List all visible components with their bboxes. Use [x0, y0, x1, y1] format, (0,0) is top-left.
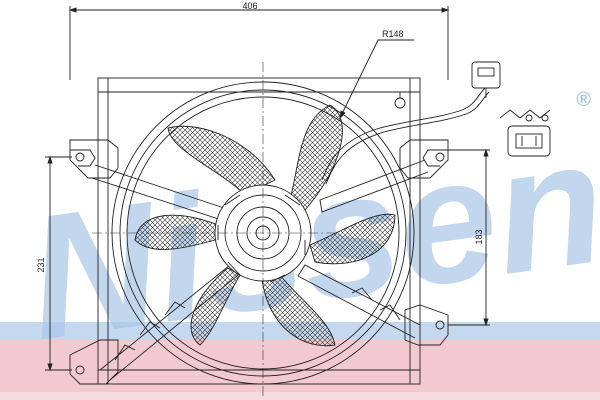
dimension-label-radius: R148 — [382, 29, 404, 39]
dimension-label-left-height: 231 — [36, 257, 46, 272]
center-lines — [92, 62, 335, 398]
blade-top-right — [289, 104, 343, 211]
blade-right — [309, 213, 396, 265]
electrical-plug — [471, 61, 501, 89]
band-pink-light — [0, 392, 600, 400]
shroud-struts — [91, 159, 429, 381]
registered-mark: ® — [576, 89, 591, 111]
blade-left — [134, 214, 219, 250]
dimension-right-height — [448, 148, 490, 327]
blade-top-left — [167, 125, 276, 196]
mounting-brackets — [69, 139, 449, 385]
fan-blades — [134, 104, 396, 347]
dimension-label-right-height: 183 — [474, 229, 484, 244]
dimension-radius — [339, 39, 414, 120]
dimension-left-height — [45, 155, 72, 372]
mounting-hole — [394, 92, 406, 109]
connector-detail — [499, 109, 551, 157]
blade-bottom-right — [261, 274, 336, 347]
dimension-overall-width — [68, 6, 450, 80]
dimension-label-overall-width: 406 — [242, 1, 257, 11]
connector-cable — [321, 61, 501, 185]
blade-bottom-left — [190, 267, 241, 346]
